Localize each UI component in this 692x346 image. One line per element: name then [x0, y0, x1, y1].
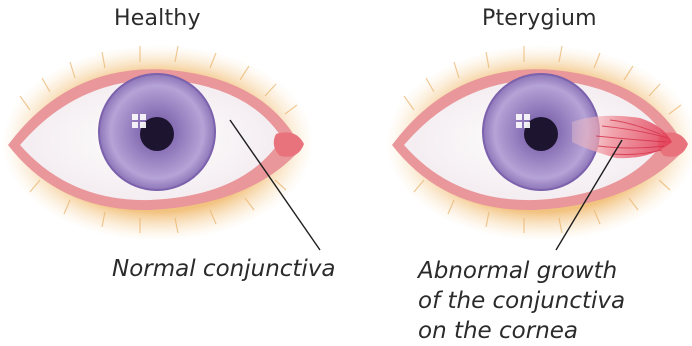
abnormal-caption-line: on the cornea: [418, 316, 688, 346]
healthy-eye: [2, 45, 314, 241]
abnormal-caption-line: Abnormal growth: [418, 256, 688, 286]
normal-conjunctiva-label: Normal conjunctiva: [112, 254, 336, 284]
pterygium-eye: [386, 45, 692, 241]
abnormal-growth-label: Abnormal growth of the conjunctiva on th…: [418, 256, 688, 346]
abnormal-caption-line: of the conjunctiva: [418, 286, 688, 316]
